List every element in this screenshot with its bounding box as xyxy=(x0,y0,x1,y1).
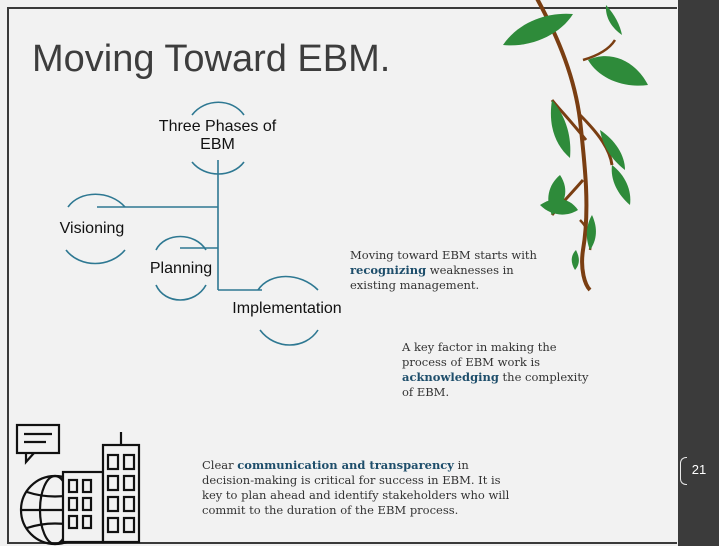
diagram-node-visioning: Visioning xyxy=(59,220,125,237)
page-number-bracket xyxy=(680,457,687,485)
diagram-root-line2: EBM xyxy=(200,136,235,153)
text-recognizing-bold: recognizing xyxy=(350,263,427,277)
diagram-node-planning: Planning xyxy=(149,260,213,277)
diagram-node-implementation: Implementation xyxy=(232,300,342,317)
text-acknowledging-bold: acknowledging xyxy=(402,370,499,384)
diagram-root-node: Three Phases of EBM xyxy=(150,118,285,154)
right-sidebar xyxy=(678,0,719,546)
diagram-root-line1: Three Phases of xyxy=(158,118,277,135)
page-number: 21 xyxy=(691,462,707,477)
chat-bubble-icon xyxy=(15,423,61,455)
text-communication-bold: communication and transparency xyxy=(237,458,454,472)
text-acknowledging: A key factor in making the process of EB… xyxy=(402,340,589,399)
slide-title: Moving Toward EBM. xyxy=(32,38,391,80)
text-recognizing: Moving toward EBM starts with recognizin… xyxy=(350,248,537,292)
text-communication: Clear communication and transparency in … xyxy=(202,458,510,517)
